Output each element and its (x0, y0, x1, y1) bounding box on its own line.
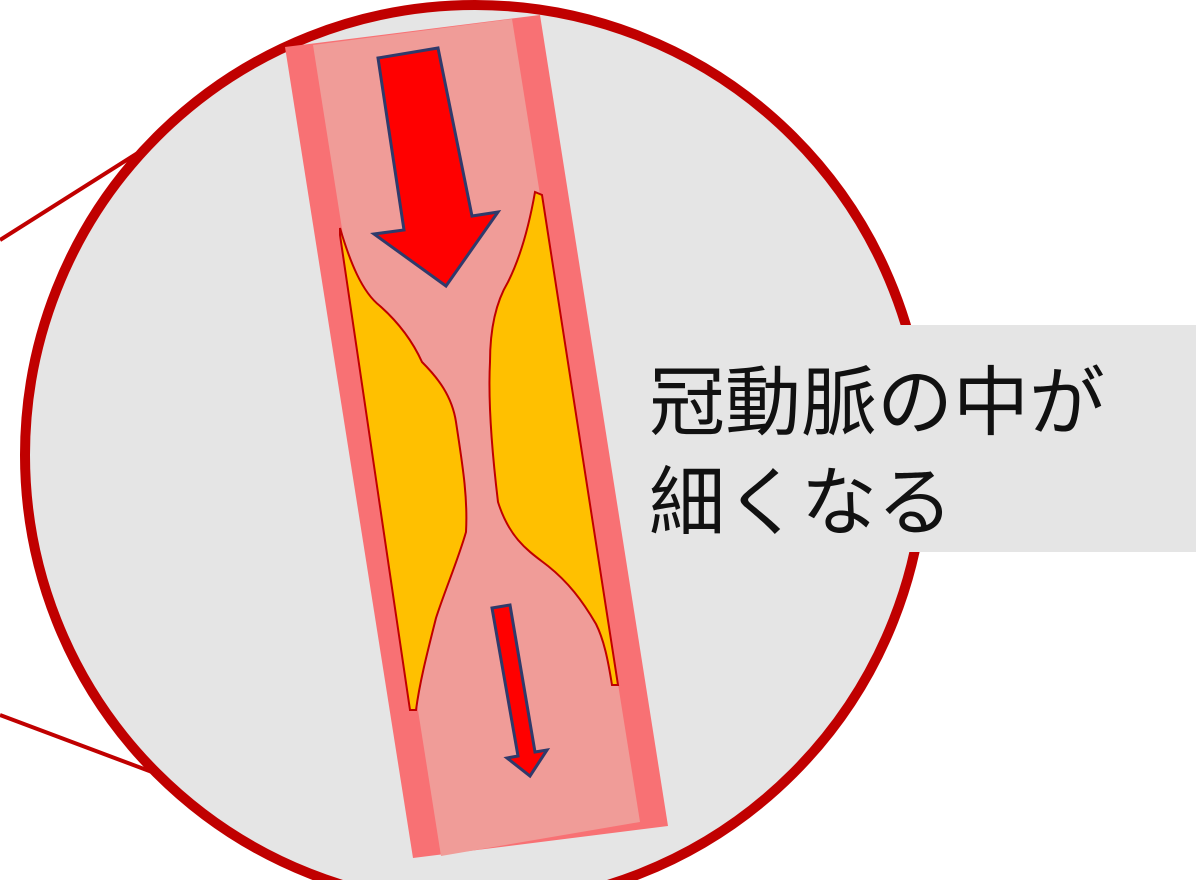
caption-line-1: 冠動脈の中が (649, 358, 1105, 447)
blood-flow-arrow-small-icon (490, 603, 551, 779)
artery-lumen (313, 19, 640, 856)
plaque-left (339, 227, 468, 711)
caption-line-2: 細くなる (649, 458, 953, 547)
blood-flow-arrow-large-icon (370, 46, 502, 289)
plaque-right (488, 190, 620, 686)
narrowing-caption-box: 冠動脈の中が 細くなる (625, 325, 1196, 552)
